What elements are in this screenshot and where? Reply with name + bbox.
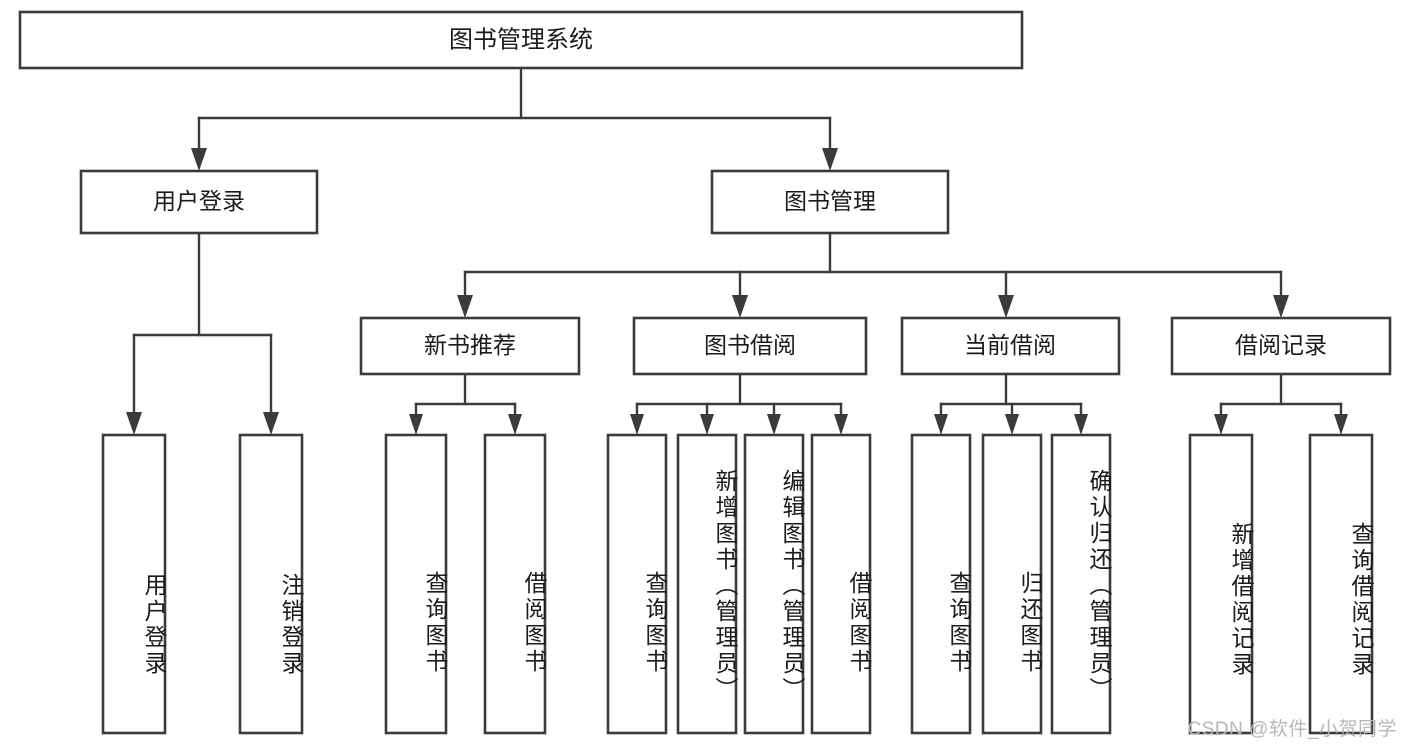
node-leaf-query-book-2-box[interactable]: [606, 433, 668, 735]
connector-group-borrow-record: [1214, 372, 1348, 435]
node-book-borrow-box[interactable]: [632, 316, 868, 376]
connector-group-book-manage: [457, 231, 1289, 318]
arrow-head-icon: [191, 148, 207, 171]
node-root[interactable]: 图书管理系统: [18, 10, 1024, 70]
arrow-head-icon: [934, 414, 948, 435]
connector-group-book-borrow: [630, 372, 848, 435]
node-user-login[interactable]: 用户登录: [79, 169, 319, 235]
node-new-book-rec-box[interactable]: [359, 316, 581, 376]
connector-group-root: [191, 66, 838, 171]
arrow-head-icon: [1273, 295, 1289, 318]
node-new-book-rec-label: 新书推荐: [424, 332, 516, 358]
connector-group-user-login: [126, 231, 279, 435]
node-current-borrow-label: 当前借阅: [964, 332, 1056, 358]
node-book-borrow-label: 图书借阅: [704, 332, 796, 358]
node-user-login-box[interactable]: [79, 169, 319, 235]
node-leaf-user-login-box[interactable]: [101, 433, 167, 735]
node-borrow-record-box[interactable]: [1170, 316, 1392, 376]
node-leaf-edit-book-box[interactable]: [743, 433, 805, 735]
node-leaf-query-book-1-box[interactable]: [384, 433, 448, 735]
node-leaf-query-book-3-box[interactable]: [910, 433, 972, 735]
arrow-head-icon: [630, 414, 644, 435]
node-leaf-borrow-book-2-box[interactable]: [810, 433, 872, 735]
node-book-borrow[interactable]: 图书借阅: [632, 316, 868, 376]
node-leaf-add-book-box[interactable]: [676, 433, 738, 735]
node-user-login-label: 用户登录: [153, 188, 245, 214]
node-borrow-record-label: 借阅记录: [1235, 332, 1327, 358]
node-leaf-user-logout-box[interactable]: [238, 433, 304, 735]
node-current-borrow[interactable]: 当前借阅: [900, 316, 1121, 376]
arrow-head-icon: [732, 295, 748, 318]
arrow-head-icon: [834, 414, 848, 435]
arrow-head-icon: [700, 414, 714, 435]
arrow-head-icon: [998, 295, 1014, 318]
arrow-head-icon: [1074, 414, 1088, 435]
node-root-box[interactable]: [18, 10, 1024, 70]
arrow-head-icon: [263, 412, 279, 435]
node-current-borrow-box[interactable]: [900, 316, 1121, 376]
arrow-head-icon: [822, 148, 838, 171]
arrow-head-icon: [1214, 414, 1228, 435]
arrow-head-icon: [409, 414, 423, 435]
node-root-label: 图书管理系统: [449, 26, 593, 53]
node-leaf-return-book-box[interactable]: [981, 433, 1043, 735]
arrow-head-icon: [1334, 414, 1348, 435]
node-leaf-query-record-box[interactable]: [1308, 433, 1374, 735]
csdn-watermark: CSDN @软件_小贺同学: [1187, 719, 1397, 740]
leaf-boxes: [101, 433, 1374, 735]
node-book-manage[interactable]: 图书管理: [710, 169, 950, 235]
node-leaf-confirm-return-box[interactable]: [1050, 433, 1112, 735]
connector-group-current-borrow: [934, 372, 1088, 435]
connector-group-new-book-rec: [409, 372, 522, 435]
node-leaf-borrow-book-1-box[interactable]: [483, 433, 547, 735]
arrow-head-icon: [767, 414, 781, 435]
arrow-head-icon: [126, 412, 142, 435]
arrow-head-icon: [508, 414, 522, 435]
node-book-manage-label: 图书管理: [784, 188, 876, 214]
node-borrow-record[interactable]: 借阅记录: [1170, 316, 1392, 376]
node-leaf-add-record-box[interactable]: [1188, 433, 1254, 735]
arrow-head-icon: [457, 295, 473, 318]
node-new-book-rec[interactable]: 新书推荐: [359, 316, 581, 376]
node-book-manage-box[interactable]: [710, 169, 950, 235]
arrow-head-icon: [1005, 414, 1019, 435]
